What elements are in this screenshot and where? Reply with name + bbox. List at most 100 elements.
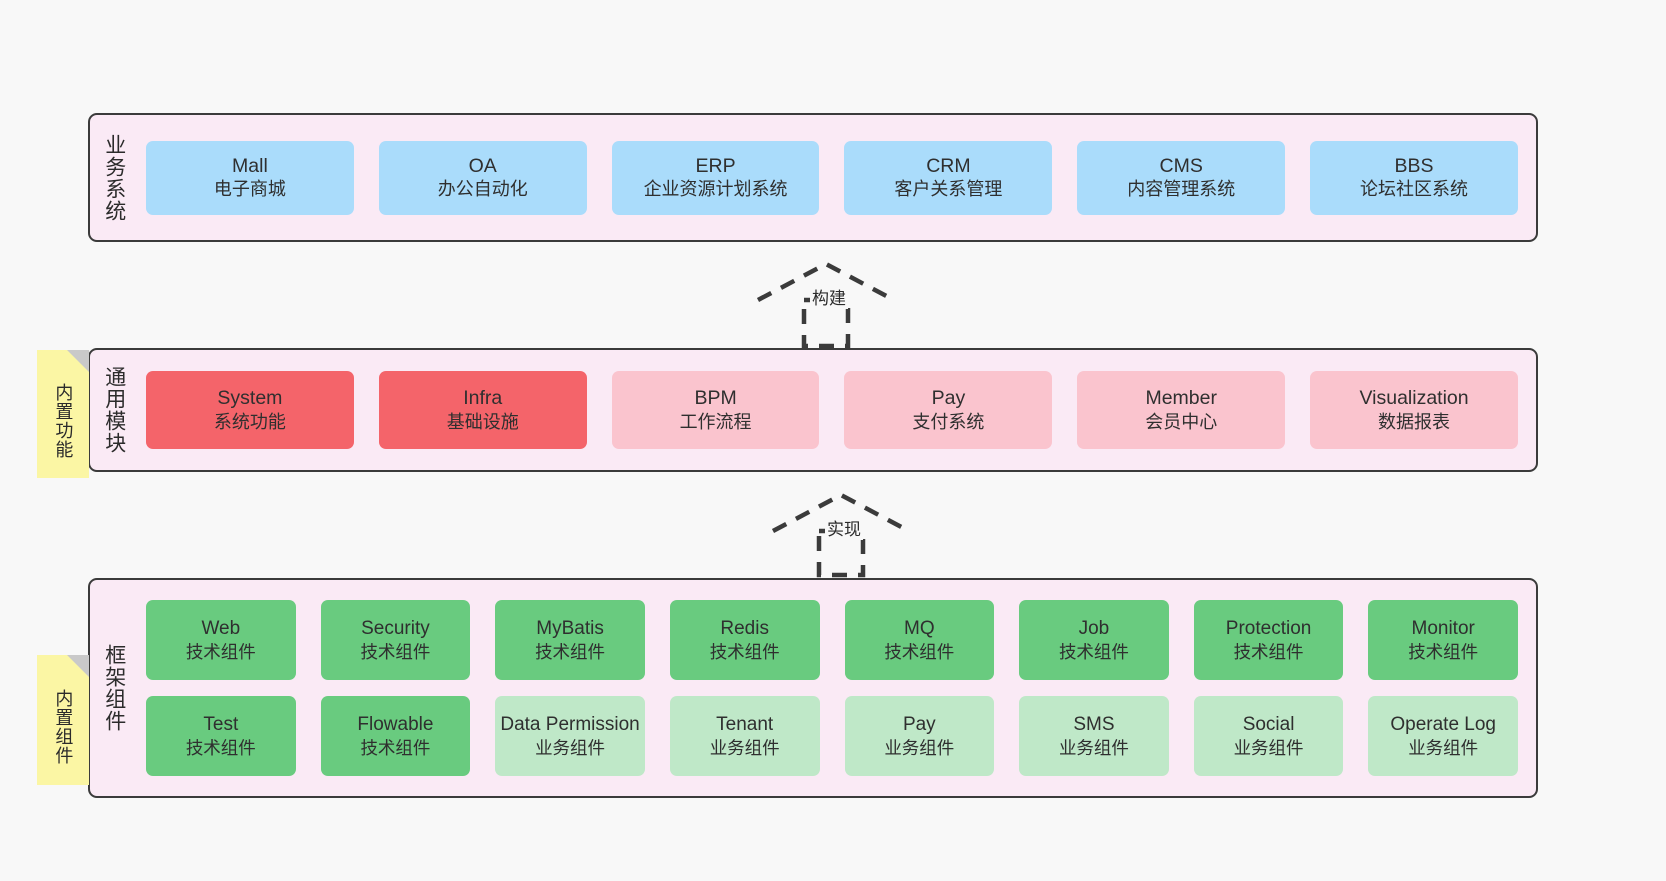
cell-row: System 系统功能 Infra 基础设施 BPM 工作流程 Pay 支付系统… — [146, 371, 1518, 449]
page-fold-icon — [67, 350, 89, 372]
cell-visualization[interactable]: Visualization 数据报表 — [1310, 371, 1518, 449]
cell-subtitle: 工作流程 — [679, 411, 752, 432]
cell-pay-business[interactable]: Pay 业务组件 — [844, 696, 995, 776]
cell-title: Mall — [232, 154, 268, 177]
cell-security[interactable]: Security 技术组件 — [320, 600, 471, 680]
cell-mq[interactable]: MQ 技术组件 — [844, 600, 995, 680]
cell-subtitle: 业务组件 — [1058, 737, 1129, 758]
connector-build-label: 构建 — [810, 284, 848, 309]
note-builtin-function[interactable]: 内置功能 — [37, 350, 89, 478]
cell-oa[interactable]: OA 办公自动化 — [378, 140, 587, 215]
cell-test[interactable]: Test 技术组件 — [146, 696, 296, 776]
note-builtin-component-text: 内置组件 — [53, 689, 74, 765]
cell-title: MQ — [904, 617, 935, 639]
cell-title: Infra — [463, 387, 503, 409]
cell-subtitle: 办公自动化 — [437, 179, 528, 200]
cell-pay[interactable]: Pay 支付系统 — [844, 371, 1053, 449]
cell-title: Job — [1078, 617, 1110, 639]
cell-title: CRM — [926, 154, 971, 177]
layer-framework-components: 框架组件 Web 技术组件 Security 技术组件 MyBatis 技术组件… — [88, 578, 1538, 798]
cell-title: Data Permission — [500, 713, 640, 735]
cell-crm[interactable]: CRM 客户关系管理 — [844, 140, 1053, 215]
cell-subtitle: 业务组件 — [535, 737, 606, 758]
cell-redis[interactable]: Redis 技术组件 — [669, 600, 820, 680]
cell-subtitle: 数据报表 — [1378, 411, 1451, 432]
cell-title: Flowable — [357, 713, 434, 735]
cell-title: Social — [1242, 713, 1295, 735]
cell-title: BPM — [694, 387, 737, 409]
cell-title: OA — [468, 154, 497, 177]
page-fold-icon — [67, 655, 89, 677]
cell-subtitle: 技术组件 — [709, 641, 780, 662]
cell-title: Redis — [720, 617, 769, 639]
cell-subtitle: 客户关系管理 — [894, 179, 1003, 200]
cell-system[interactable]: System 系统功能 — [146, 371, 354, 449]
cell-mall[interactable]: Mall 电子商城 — [146, 140, 354, 215]
arrow-stem — [816, 528, 866, 578]
cell-title: BBS — [1394, 154, 1434, 177]
cell-sms[interactable]: SMS 业务组件 — [1019, 696, 1169, 776]
cell-protection[interactable]: Protection 技术组件 — [1193, 600, 1344, 680]
layer-framework-components-title: 框架组件 — [102, 644, 126, 732]
cell-row: Mall 电子商城 OA 办公自动化 ERP 企业资源计划系统 CRM 客户关系… — [146, 140, 1518, 215]
cell-title: Operate Log — [1390, 713, 1496, 735]
cell-web[interactable]: Web 技术组件 — [146, 600, 296, 680]
cell-subtitle: 电子商城 — [213, 179, 286, 200]
cell-subtitle: 支付系统 — [912, 411, 985, 432]
cell-social[interactable]: Social 业务组件 — [1193, 696, 1344, 776]
cell-infra[interactable]: Infra 基础设施 — [378, 371, 587, 449]
note-builtin-component[interactable]: 内置组件 — [37, 655, 89, 785]
cell-subtitle: 技术组件 — [185, 737, 256, 758]
connector-implement: 实现 — [763, 487, 923, 578]
connector-implement-label: 实现 — [825, 515, 863, 540]
note-builtin-function-text: 内置功能 — [53, 383, 74, 459]
cell-row: Test 技术组件 Flowable 技术组件 Data Permission … — [146, 696, 1518, 776]
cell-title: ERP — [695, 154, 736, 177]
cell-bbs[interactable]: BBS 论坛社区系统 — [1310, 140, 1518, 215]
layer-business-systems: 业务系统 Mall 电子商城 OA 办公自动化 ERP 企业资源计划系统 CRM… — [88, 113, 1538, 242]
cell-erp[interactable]: ERP 企业资源计划系统 — [611, 140, 820, 215]
cell-title: CMS — [1159, 154, 1203, 177]
layer-common-modules-title: 通用模块 — [102, 366, 126, 454]
cell-title: Web — [201, 617, 241, 639]
cell-tenant[interactable]: Tenant 业务组件 — [669, 696, 820, 776]
cell-subtitle: 技术组件 — [1058, 641, 1129, 662]
cell-job[interactable]: Job 技术组件 — [1019, 600, 1169, 680]
cell-operate-log[interactable]: Operate Log 业务组件 — [1368, 696, 1518, 776]
cell-data-permission[interactable]: Data Permission 业务组件 — [495, 696, 645, 776]
cell-subtitle: 技术组件 — [535, 641, 606, 662]
cell-row: Web 技术组件 Security 技术组件 MyBatis 技术组件 Redi… — [146, 600, 1518, 680]
cell-member[interactable]: Member 会员中心 — [1077, 371, 1286, 449]
cell-title: System — [217, 387, 283, 409]
cell-title: Tenant — [716, 713, 774, 735]
cell-monitor[interactable]: Monitor 技术组件 — [1368, 600, 1518, 680]
cell-subtitle: 业务组件 — [1233, 737, 1304, 758]
cell-subtitle: 技术组件 — [360, 737, 431, 758]
cell-bpm[interactable]: BPM 工作流程 — [611, 371, 820, 449]
cell-subtitle: 技术组件 — [360, 641, 431, 662]
cell-subtitle: 论坛社区系统 — [1360, 179, 1469, 200]
cell-title: Monitor — [1411, 617, 1475, 639]
cell-subtitle: 业务组件 — [709, 737, 780, 758]
layer-common-modules-cells: System 系统功能 Infra 基础设施 BPM 工作流程 Pay 支付系统… — [146, 350, 1518, 470]
cell-title: Visualization — [1359, 387, 1469, 409]
cell-title: Member — [1145, 387, 1217, 409]
cell-subtitle: 企业资源计划系统 — [643, 179, 788, 200]
layer-business-systems-title: 业务系统 — [102, 133, 126, 222]
cell-mybatis[interactable]: MyBatis 技术组件 — [495, 600, 645, 680]
cell-title: Pay — [931, 387, 966, 409]
cell-subtitle: 会员中心 — [1145, 411, 1218, 432]
cell-subtitle: 技术组件 — [185, 641, 256, 662]
layer-common-modules: 通用模块 System 系统功能 Infra 基础设施 BPM 工作流程 Pay… — [88, 348, 1538, 472]
cell-title: SMS — [1073, 713, 1115, 735]
cell-flowable[interactable]: Flowable 技术组件 — [320, 696, 471, 776]
cell-subtitle: 基础设施 — [446, 411, 519, 432]
cell-cms[interactable]: CMS 内容管理系统 — [1077, 140, 1286, 215]
cell-title: Test — [203, 713, 239, 735]
connector-build: 构建 — [748, 256, 908, 349]
cell-title: Pay — [902, 713, 936, 735]
layer-business-systems-cells: Mall 电子商城 OA 办公自动化 ERP 企业资源计划系统 CRM 客户关系… — [146, 115, 1518, 240]
cell-subtitle: 系统功能 — [213, 411, 286, 432]
cell-subtitle: 内容管理系统 — [1127, 179, 1236, 200]
